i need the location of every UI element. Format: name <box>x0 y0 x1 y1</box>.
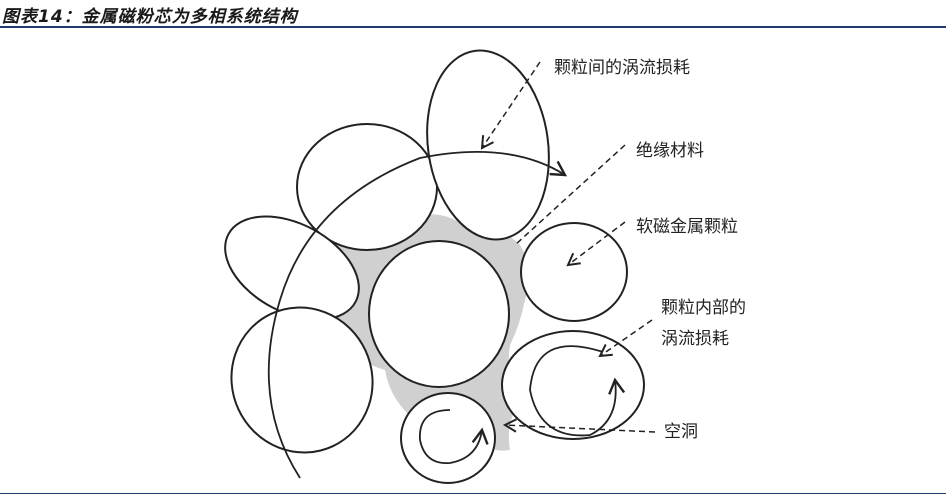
label-intra-loss-line1: 颗粒内部的 <box>661 298 746 318</box>
leader-void <box>502 418 656 433</box>
particle-right-medium <box>520 222 628 322</box>
inter-particle-eddy-arc <box>267 151 568 479</box>
leader-inter-particle <box>480 61 541 150</box>
label-insulation: 绝缘材料 <box>636 141 704 161</box>
particle-center-large <box>368 240 510 388</box>
intra-eddy-loop-right <box>529 345 626 437</box>
leader-insulation <box>514 144 626 246</box>
particle-bottom-right <box>501 330 645 440</box>
label-soft-magnetic-particle: 软磁金属颗粒 <box>636 217 738 237</box>
particle-bottom-left <box>230 306 374 454</box>
leader-soft-particle <box>566 221 626 267</box>
particle-bottom-small <box>400 392 496 484</box>
leader-intra-loss <box>598 319 653 358</box>
figure-title: 图表14：金属磁粉芯为多相系统结构 <box>2 7 298 27</box>
label-intra-loss-line2: 涡流损耗 <box>661 329 729 349</box>
intra-eddy-loop-bottom <box>419 409 489 464</box>
label-inter-particle-loss: 颗粒间的涡流损耗 <box>554 58 690 78</box>
top-divider <box>0 26 946 28</box>
bottom-divider <box>0 493 946 494</box>
label-void: 空洞 <box>664 422 698 442</box>
